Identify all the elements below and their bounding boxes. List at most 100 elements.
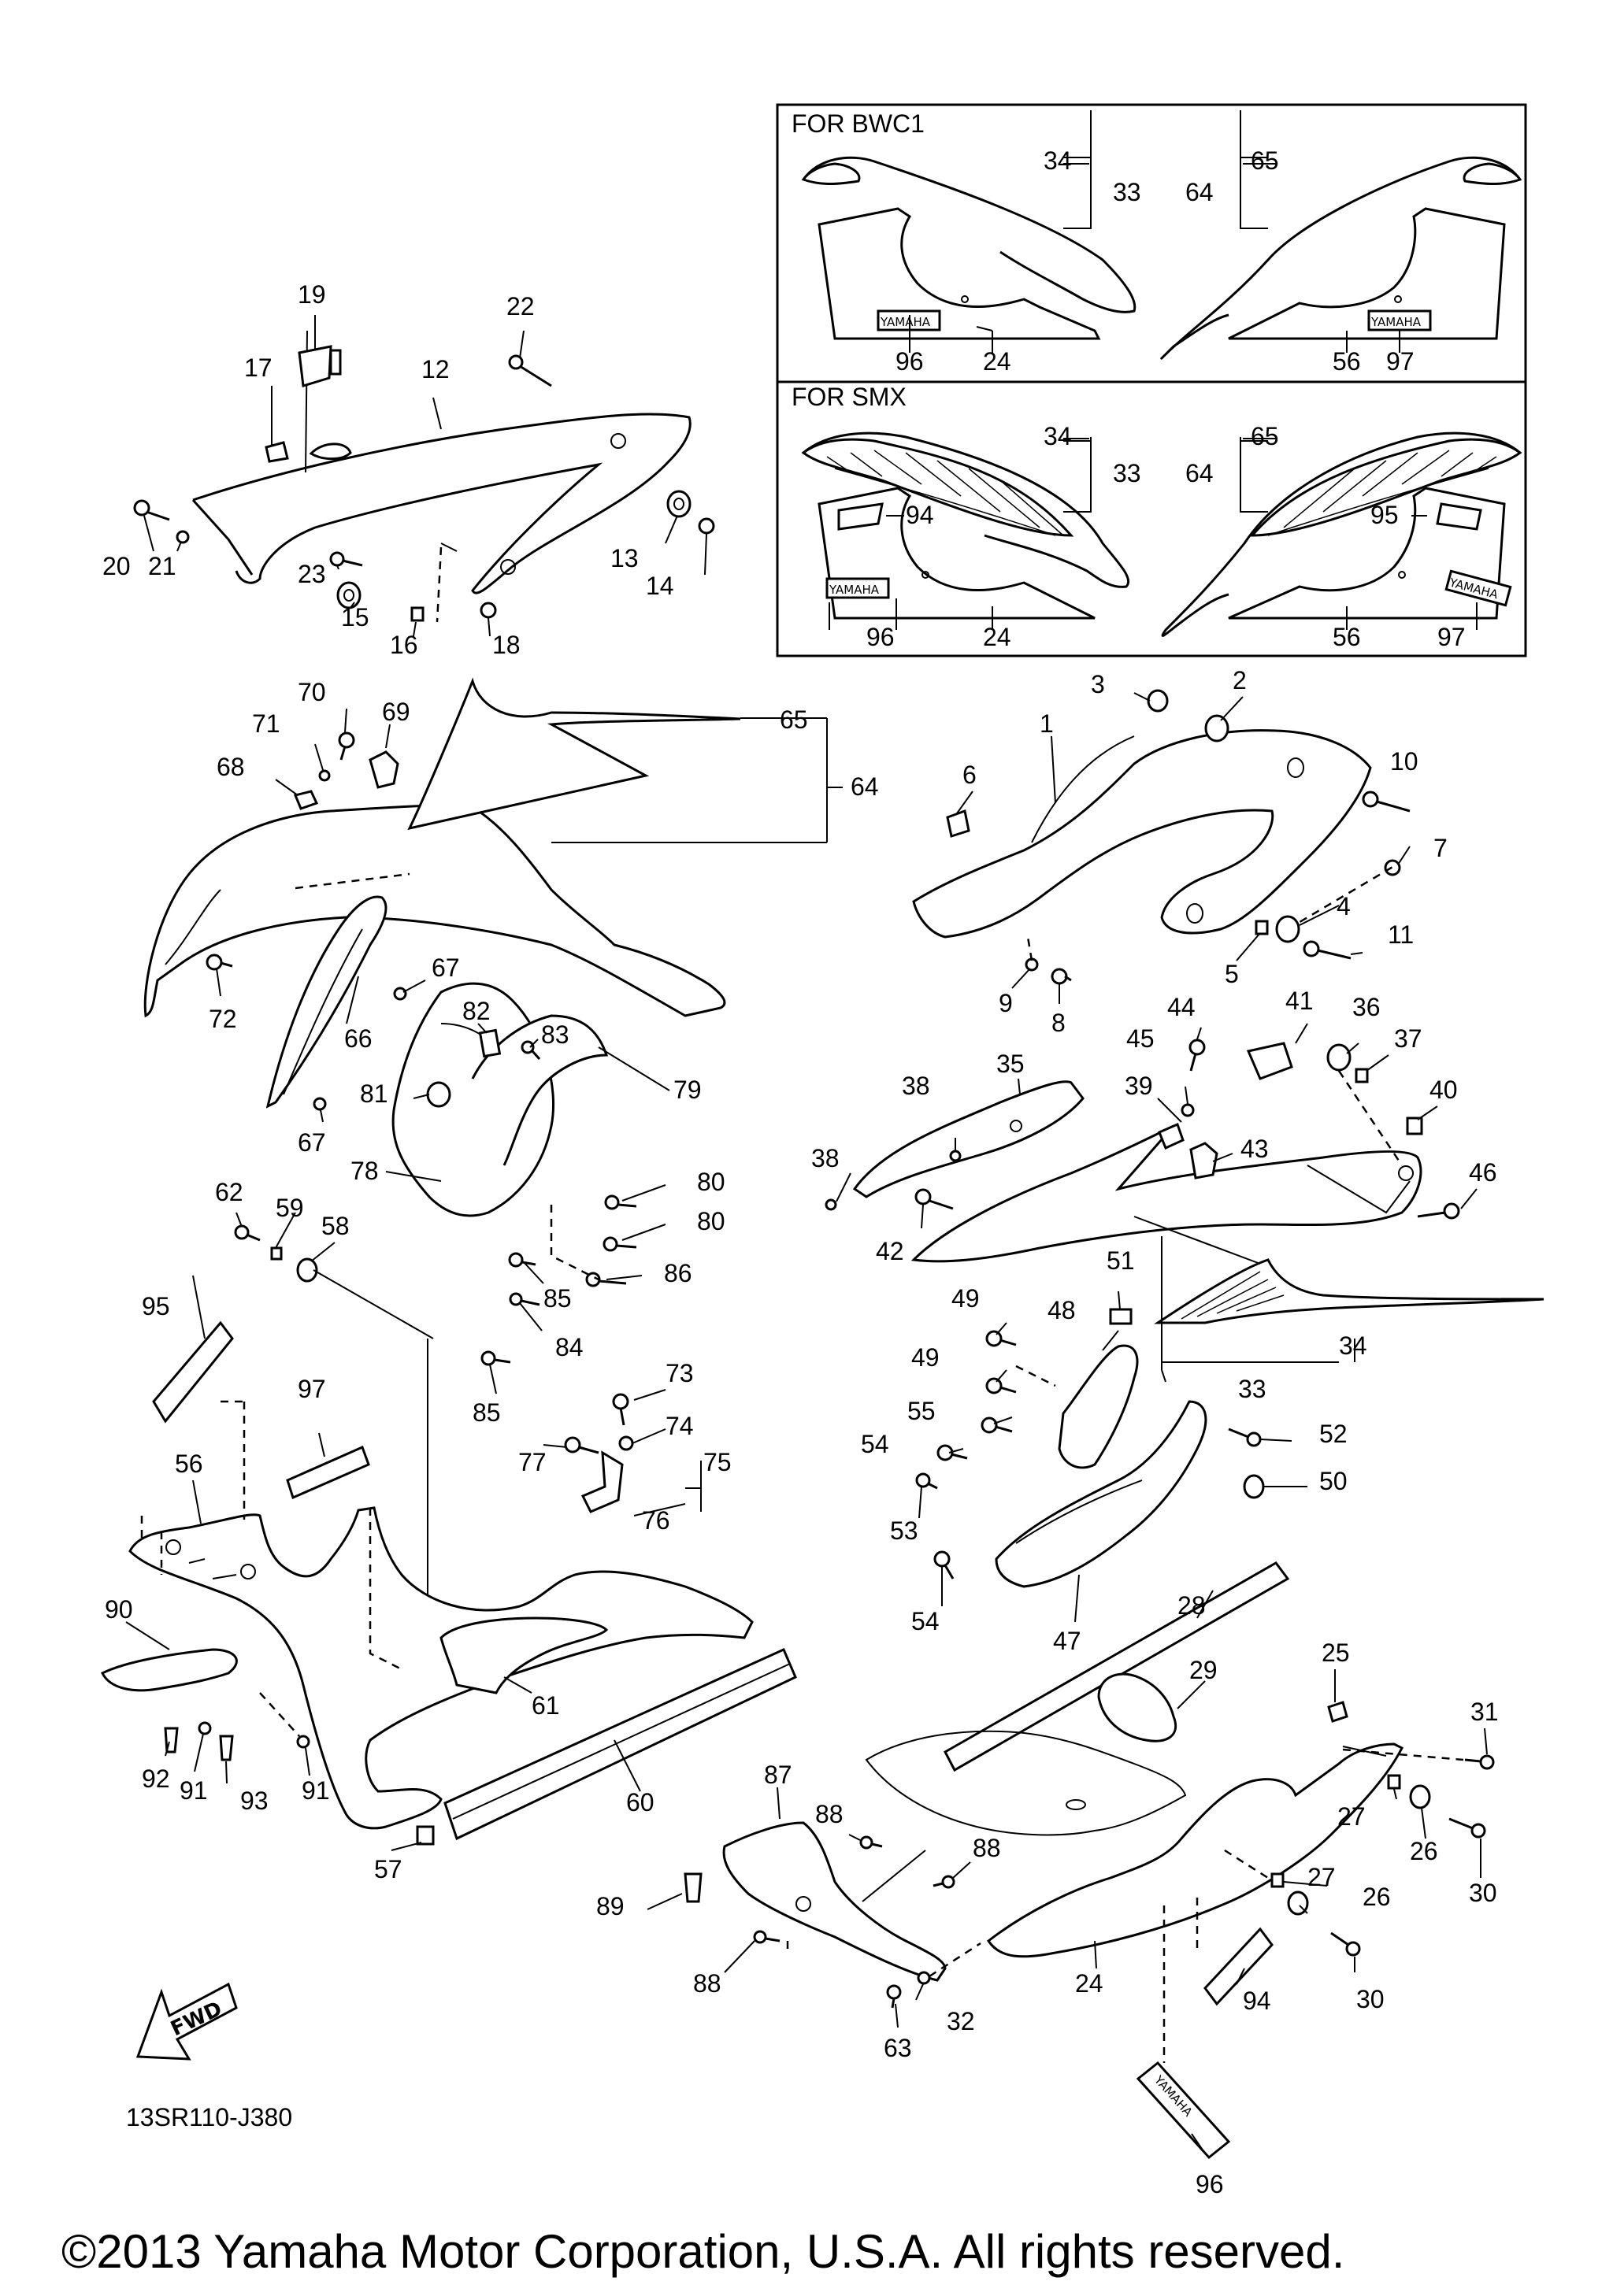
callout-97-smx: 97	[1437, 623, 1466, 651]
callout-70: 70	[298, 678, 326, 706]
part-93-rivet	[219, 1735, 234, 1761]
callout-32: 32	[947, 2007, 975, 2035]
part-51-collar	[1109, 1308, 1133, 1325]
callout-25: 25	[1322, 1639, 1350, 1667]
part-41-bracket	[1246, 1042, 1293, 1080]
callout-15: 15	[341, 603, 369, 631]
callout-34-bwc1-l: 34	[1044, 146, 1072, 175]
callout-30-b: 30	[1356, 1985, 1385, 2013]
part-50-grommet	[1243, 1474, 1265, 1499]
part-70-bolt	[338, 731, 355, 761]
part-40-collar	[1406, 1117, 1423, 1135]
part-91-pin-b	[296, 1735, 310, 1749]
callout-58: 58	[321, 1212, 350, 1240]
part-46-bolt	[1417, 1202, 1460, 1220]
part-82-piece	[478, 1028, 502, 1058]
part-66-panel	[265, 895, 387, 1109]
callout-18: 18	[492, 631, 521, 659]
callout-26-a: 26	[1410, 1837, 1438, 1865]
part-15-grommet	[336, 581, 362, 609]
part-86-bolt	[585, 1272, 627, 1287]
callout-51: 51	[1107, 1246, 1135, 1275]
callout-91-b: 91	[302, 1776, 330, 1805]
part-80-bolt-b	[603, 1236, 637, 1252]
part-88-rivet-a	[859, 1835, 883, 1850]
part-34-decal	[1133, 1216, 1544, 1324]
part-58-grommet	[296, 1257, 318, 1283]
part-23-bolt	[329, 551, 363, 567]
callout-44: 44	[1167, 993, 1196, 1021]
callout-43: 43	[1240, 1135, 1269, 1163]
part-35-panel	[852, 1080, 1085, 1198]
callout-79: 79	[673, 1076, 702, 1104]
part-67-grommet-lower	[313, 1097, 327, 1111]
part-72-bolt	[206, 954, 233, 971]
callout-6: 6	[962, 761, 977, 789]
callout-33-bwc1-l: 33	[1113, 178, 1141, 206]
diagram-code: 13SR110-J380	[126, 2103, 292, 2131]
callout-35: 35	[996, 1050, 1025, 1078]
fwd-arrow-icon: FWD	[135, 1982, 238, 2061]
part-25-nut	[1327, 1701, 1348, 1723]
part-81-grommet	[426, 1081, 451, 1108]
callout-69: 69	[382, 698, 410, 726]
part-30-bolt-b	[1330, 1931, 1361, 1957]
callout-24-bwc1: 24	[983, 347, 1011, 376]
part-26-grommet-a	[1409, 1784, 1431, 1809]
part-69-screw	[369, 750, 399, 789]
part-8-bolt	[1051, 968, 1072, 985]
part-52-bolt	[1228, 1428, 1262, 1447]
callout-46: 46	[1469, 1158, 1497, 1187]
part-55-bolt	[981, 1416, 1013, 1434]
part-9-washer	[1025, 957, 1039, 972]
part-43-screw	[1189, 1142, 1218, 1179]
callout-27-a: 27	[1337, 1802, 1366, 1831]
callout-74: 74	[666, 1412, 694, 1440]
part-67-grommet-upper	[393, 987, 407, 1001]
callout-3: 3	[1091, 670, 1105, 698]
callout-71: 71	[252, 709, 280, 738]
part-28-strip	[944, 1561, 1290, 1772]
callout-26-b: 26	[1363, 1883, 1391, 1911]
part-18-collar	[480, 602, 497, 619]
part-20-bolt	[133, 499, 170, 521]
callout-23: 23	[298, 560, 326, 588]
callout-92: 92	[142, 1765, 170, 1793]
callout-29: 29	[1189, 1656, 1218, 1684]
callout-2: 2	[1233, 666, 1247, 694]
part-61-bracket	[439, 1616, 609, 1694]
callout-91-a: 91	[180, 1776, 208, 1805]
callout-10: 10	[1390, 747, 1418, 776]
callout-88-c: 88	[693, 1969, 721, 1998]
callout-95-smx: 95	[1370, 501, 1399, 529]
part-84-rivet	[509, 1292, 540, 1306]
callout-60: 60	[626, 1788, 654, 1816]
callout-89: 89	[596, 1892, 625, 1920]
callout-22: 22	[506, 292, 535, 320]
callout-11: 11	[1388, 920, 1414, 949]
part-11-bolt	[1303, 940, 1352, 960]
callout-40: 40	[1429, 1076, 1458, 1104]
part-54-bolt-b	[933, 1550, 955, 1579]
callout-61: 61	[532, 1691, 560, 1720]
part-91-pin-a	[198, 1721, 212, 1735]
callout-73: 73	[666, 1359, 694, 1387]
callout-49-b: 49	[911, 1343, 940, 1372]
callout-56-smx: 56	[1333, 623, 1361, 651]
callout-67-a: 67	[432, 954, 460, 982]
callout-68: 68	[217, 753, 245, 781]
part-21-washer	[176, 530, 190, 544]
part-90-guard	[100, 1648, 238, 1692]
callout-62: 62	[215, 1178, 243, 1206]
part-48-bracket	[1058, 1344, 1139, 1469]
part-44-bolt	[1188, 1039, 1206, 1072]
part-88-rivet-c	[753, 1930, 781, 1944]
callout-90: 90	[105, 1595, 133, 1624]
callout-80-a: 80	[697, 1168, 725, 1196]
leader-lines	[125, 163, 1488, 2154]
part-71-washer	[318, 769, 331, 782]
inset-bwc1-decal-97: YAMAHA	[1370, 315, 1422, 329]
part-5-collar	[1255, 920, 1269, 935]
callout-28: 28	[1177, 1591, 1206, 1620]
